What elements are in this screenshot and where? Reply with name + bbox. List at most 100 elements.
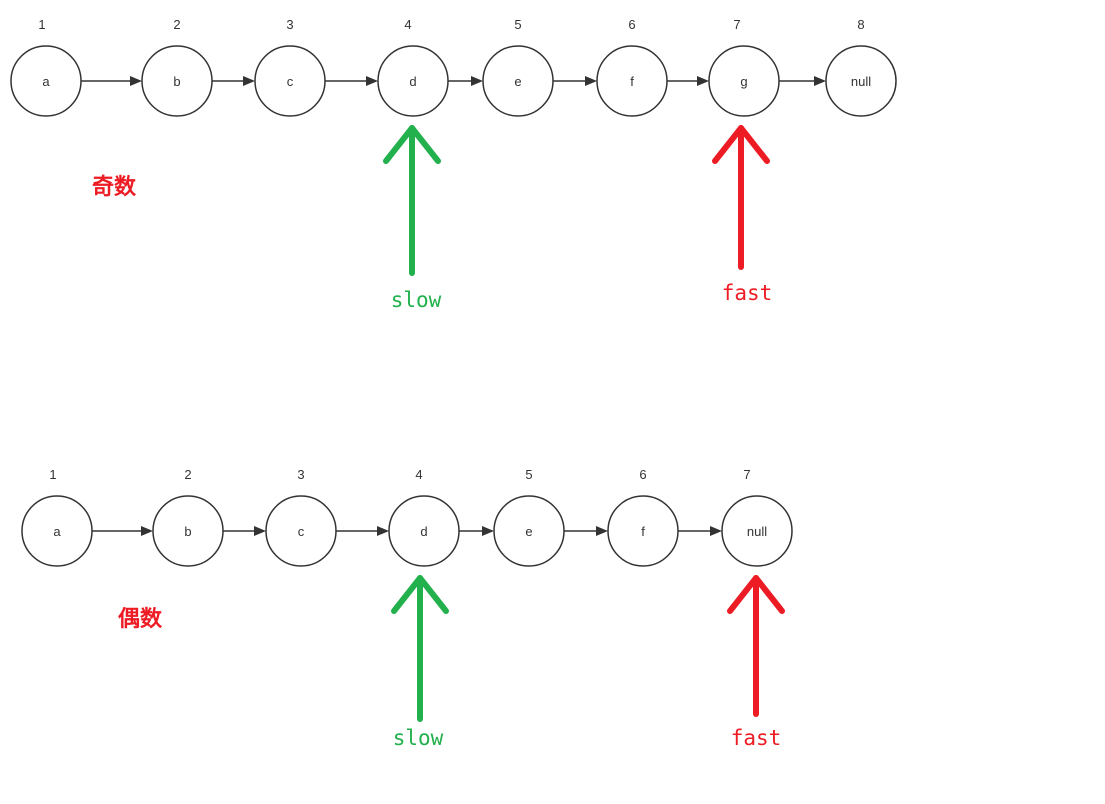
list-node: 4d <box>388 467 460 567</box>
list-node: 3c <box>254 17 326 117</box>
list-node: 5e <box>482 17 554 117</box>
node-value: a <box>53 524 61 539</box>
link-arrow <box>667 76 709 86</box>
link-arrow-head <box>141 526 153 536</box>
node-circle <box>377 45 449 117</box>
fast-pointer: fast <box>727 575 785 750</box>
link-arrow-head <box>596 526 608 536</box>
list-node: 3c <box>265 467 337 567</box>
slow-arrow-head <box>383 125 441 164</box>
node-circle <box>607 495 679 567</box>
node-index: 6 <box>639 467 646 482</box>
link-arrow <box>223 526 266 536</box>
list-node: 1a <box>10 17 82 117</box>
link-arrow <box>564 526 608 536</box>
node-value: f <box>630 74 634 89</box>
list-node: 6f <box>607 467 679 567</box>
node-value: null <box>851 74 871 89</box>
node-circle <box>152 495 224 567</box>
list-node: 7 null <box>721 467 793 567</box>
link-arrow-head <box>697 76 709 86</box>
section-label: 奇数 <box>92 174 137 200</box>
link-arrow-head <box>471 76 483 86</box>
node-value: c <box>287 74 294 89</box>
link-arrow-head <box>710 526 722 536</box>
node-circle <box>493 495 565 567</box>
node-circle <box>10 45 82 117</box>
node-index: 6 <box>628 17 635 32</box>
node-circle <box>482 45 554 117</box>
slow-pointer: slow <box>391 575 449 750</box>
list-node: 2b <box>141 17 213 117</box>
node-index: 3 <box>286 17 293 32</box>
node-index: 8 <box>857 17 864 32</box>
link-arrow-head <box>585 76 597 86</box>
node-value: a <box>42 74 50 89</box>
link-arrow-head <box>482 526 494 536</box>
node-index: 4 <box>415 467 422 482</box>
link-arrow-head <box>377 526 389 536</box>
list-node: 7g <box>708 17 780 117</box>
node-circle <box>708 45 780 117</box>
link-arrow <box>448 76 483 86</box>
fast-label: fast <box>722 281 773 305</box>
node-circle <box>265 495 337 567</box>
link-arrow <box>779 76 826 86</box>
node-value: d <box>420 524 427 539</box>
link-arrow-head <box>814 76 826 86</box>
node-circle <box>721 495 793 567</box>
node-value: c <box>298 524 305 539</box>
slow-pointer: slow <box>383 125 442 312</box>
slow-label: slow <box>391 288 442 312</box>
link-arrow <box>459 526 494 536</box>
node-circle <box>388 495 460 567</box>
node-value: e <box>525 524 532 539</box>
node-index: 7 <box>733 17 740 32</box>
node-circle <box>825 45 897 117</box>
node-index: 5 <box>514 17 521 32</box>
fast-pointer: fast <box>712 125 773 305</box>
node-circle <box>254 45 326 117</box>
node-index: 2 <box>184 467 191 482</box>
node-value: null <box>747 524 767 539</box>
node-value: b <box>173 74 180 89</box>
link-arrow <box>553 76 597 86</box>
node-circle <box>141 45 213 117</box>
link-arrow-head <box>366 76 378 86</box>
node-value: f <box>641 524 645 539</box>
list-node: 2b <box>152 467 224 567</box>
link-arrow <box>212 76 255 86</box>
node-value: e <box>514 74 521 89</box>
slow-arrow-head <box>391 575 449 614</box>
list-node: 5e <box>493 467 565 567</box>
list-node: 1a <box>21 467 93 567</box>
node-index: 5 <box>525 467 532 482</box>
node-index: 2 <box>173 17 180 32</box>
list-node: 6f <box>596 17 668 117</box>
list-node: 8 null <box>825 17 897 117</box>
node-circle <box>21 495 93 567</box>
node-index: 3 <box>297 467 304 482</box>
link-arrow <box>325 76 378 86</box>
node-index: 7 <box>743 467 750 482</box>
node-value: d <box>409 74 416 89</box>
fast-arrow-head <box>712 125 770 164</box>
fast-arrow-head <box>727 575 785 614</box>
node-circle <box>596 45 668 117</box>
link-arrow-head <box>130 76 142 86</box>
node-value: b <box>184 524 191 539</box>
slow-label: slow <box>393 726 444 750</box>
link-arrow-head <box>243 76 255 86</box>
link-arrow <box>678 526 722 536</box>
node-index: 1 <box>38 17 45 32</box>
section-label: 偶数 <box>118 606 163 632</box>
list-node: 4d <box>377 17 449 117</box>
link-arrow <box>92 526 153 536</box>
node-index: 1 <box>49 467 56 482</box>
node-value: g <box>740 74 747 89</box>
link-arrow <box>81 76 142 86</box>
node-index: 4 <box>404 17 411 32</box>
